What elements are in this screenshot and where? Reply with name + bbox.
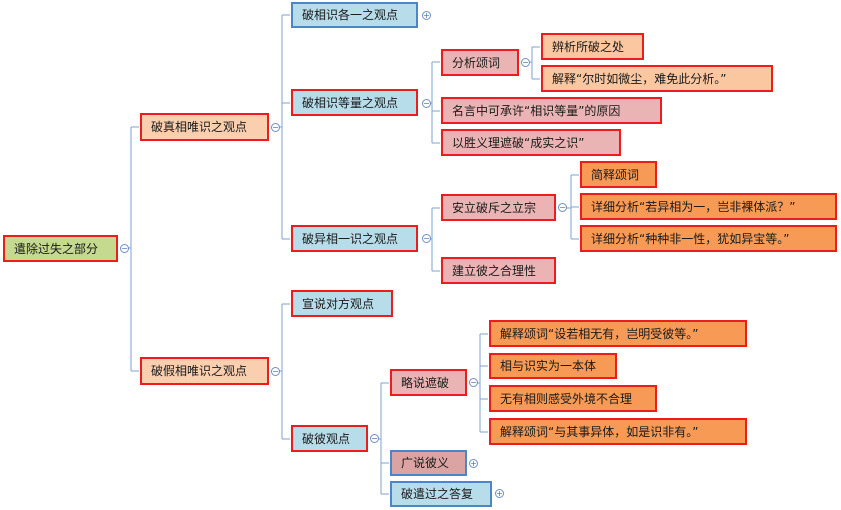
node-explain-dust[interactable]: 解释“尔时如微尘，难免此分析。” (541, 65, 773, 92)
node-equal-view[interactable]: 破相识等量之观点 (291, 89, 418, 116)
expand-toggle-broad-refute[interactable]: + (469, 459, 478, 468)
node-distinguish[interactable]: 辨析所破之处 (541, 33, 644, 60)
node-no-appearance[interactable]: 无有相则感受外境不合理 (489, 385, 657, 412)
node-reason-equal[interactable]: 名言中可承许“相识等量”的原因 (441, 97, 662, 124)
node-detail-two[interactable]: 详细分析“种种非一性，犹如异宝等。” (580, 225, 837, 252)
collapse-toggle-equal-view[interactable]: − (422, 99, 431, 108)
node-explain-verse-one[interactable]: 解释颂词“设若相无有，岂明受彼等。” (489, 320, 747, 347)
collapse-toggle-refute-view[interactable]: − (370, 434, 379, 443)
node-refute-real[interactable]: 以胜义理遮破“成实之识” (441, 129, 621, 156)
node-refute-false-aspect[interactable]: 破假相唯识之观点 (140, 357, 269, 385)
node-establish-reason[interactable]: 建立彼之合理性 (441, 257, 556, 284)
node-establish-thesis[interactable]: 安立破斥之立宗 (441, 194, 556, 221)
node-refute-answer[interactable]: 破遣过之答复 (390, 481, 492, 507)
connector-refute-false (275, 303, 290, 440)
node-one-entity[interactable]: 相与识实为一本体 (489, 353, 617, 379)
connector-analyze-verse (525, 46, 540, 80)
node-refute-view[interactable]: 破彼观点 (291, 425, 368, 452)
node-detail-one[interactable]: 详细分析“若异相为一，岂非裸体派？” (580, 193, 837, 220)
collapse-toggle-refute-true[interactable]: − (271, 123, 280, 132)
collapse-toggle-establish[interactable]: − (558, 203, 567, 212)
node-each-view[interactable]: 破相识各一之观点 (291, 2, 418, 28)
node-analyze-verse[interactable]: 分析颂词 (441, 49, 519, 76)
node-declare-view[interactable]: 宣说对方观点 (291, 290, 393, 317)
collapse-toggle-brief-refute[interactable]: − (469, 378, 478, 387)
expand-toggle-refute-answer[interactable]: + (495, 489, 504, 498)
node-brief-verse[interactable]: 简释颂词 (580, 161, 657, 188)
node-broad-refute[interactable]: 广说彼义 (390, 450, 467, 476)
collapse-toggle-analyze-verse[interactable]: − (521, 58, 530, 67)
node-brief-refute[interactable]: 略说遮破 (390, 369, 467, 396)
expand-toggle-each-view[interactable]: + (422, 11, 431, 20)
root-node[interactable]: 遣除过失之部分 (3, 235, 118, 262)
collapse-toggle-root[interactable]: − (120, 244, 129, 253)
collapse-toggle-diff-view[interactable]: − (422, 234, 431, 243)
node-refute-true-aspect[interactable]: 破真相唯识之观点 (140, 113, 269, 141)
node-explain-verse-two[interactable]: 解释颂词“与其事异体，如是识非有。” (489, 418, 747, 445)
collapse-toggle-refute-false[interactable]: − (271, 367, 280, 376)
node-diff-view[interactable]: 破异相一识之观点 (291, 225, 418, 252)
